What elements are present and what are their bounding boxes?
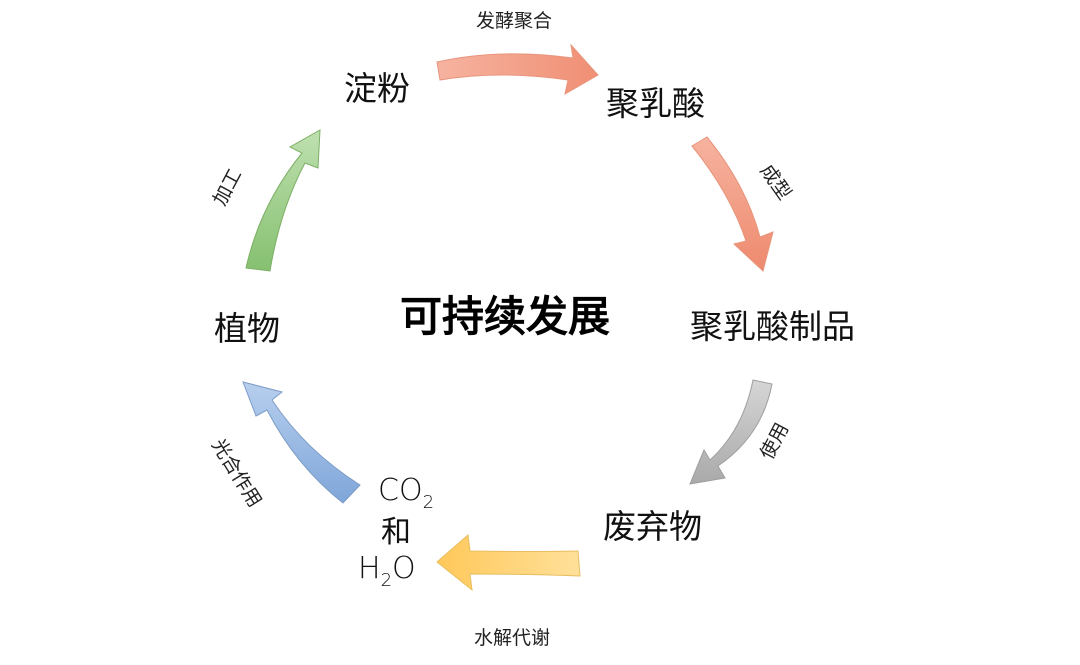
label-hydrolysis: 水解代谢 bbox=[474, 627, 551, 649]
label-ferment: 发酵聚合 bbox=[476, 10, 553, 32]
and-text: 和 bbox=[381, 515, 411, 550]
node-pla-products: 聚乳酸制品 bbox=[690, 307, 855, 346]
arrow-hydrolysis bbox=[436, 534, 581, 592]
arrow-ferment bbox=[436, 43, 599, 95]
h2o-subscript: 2 bbox=[380, 570, 393, 591]
co2-subscript: 2 bbox=[422, 492, 435, 513]
node-pla: 聚乳酸 bbox=[606, 84, 705, 123]
arrow-mold bbox=[691, 136, 774, 272]
co2-text: CO bbox=[378, 473, 423, 508]
o-text: O bbox=[392, 551, 416, 586]
node-plant: 植物 bbox=[214, 309, 280, 348]
arrow-process bbox=[245, 129, 321, 272]
h-text: H bbox=[358, 551, 381, 586]
node-waste: 废弃物 bbox=[603, 507, 702, 546]
arrow-photosynthesis bbox=[242, 381, 361, 504]
node-starch: 淀粉 bbox=[344, 69, 410, 108]
arrow-use bbox=[689, 379, 773, 485]
node-co2-h2o: CO2 和 H2O bbox=[358, 473, 435, 591]
center-title: 可持续发展 bbox=[400, 292, 611, 341]
